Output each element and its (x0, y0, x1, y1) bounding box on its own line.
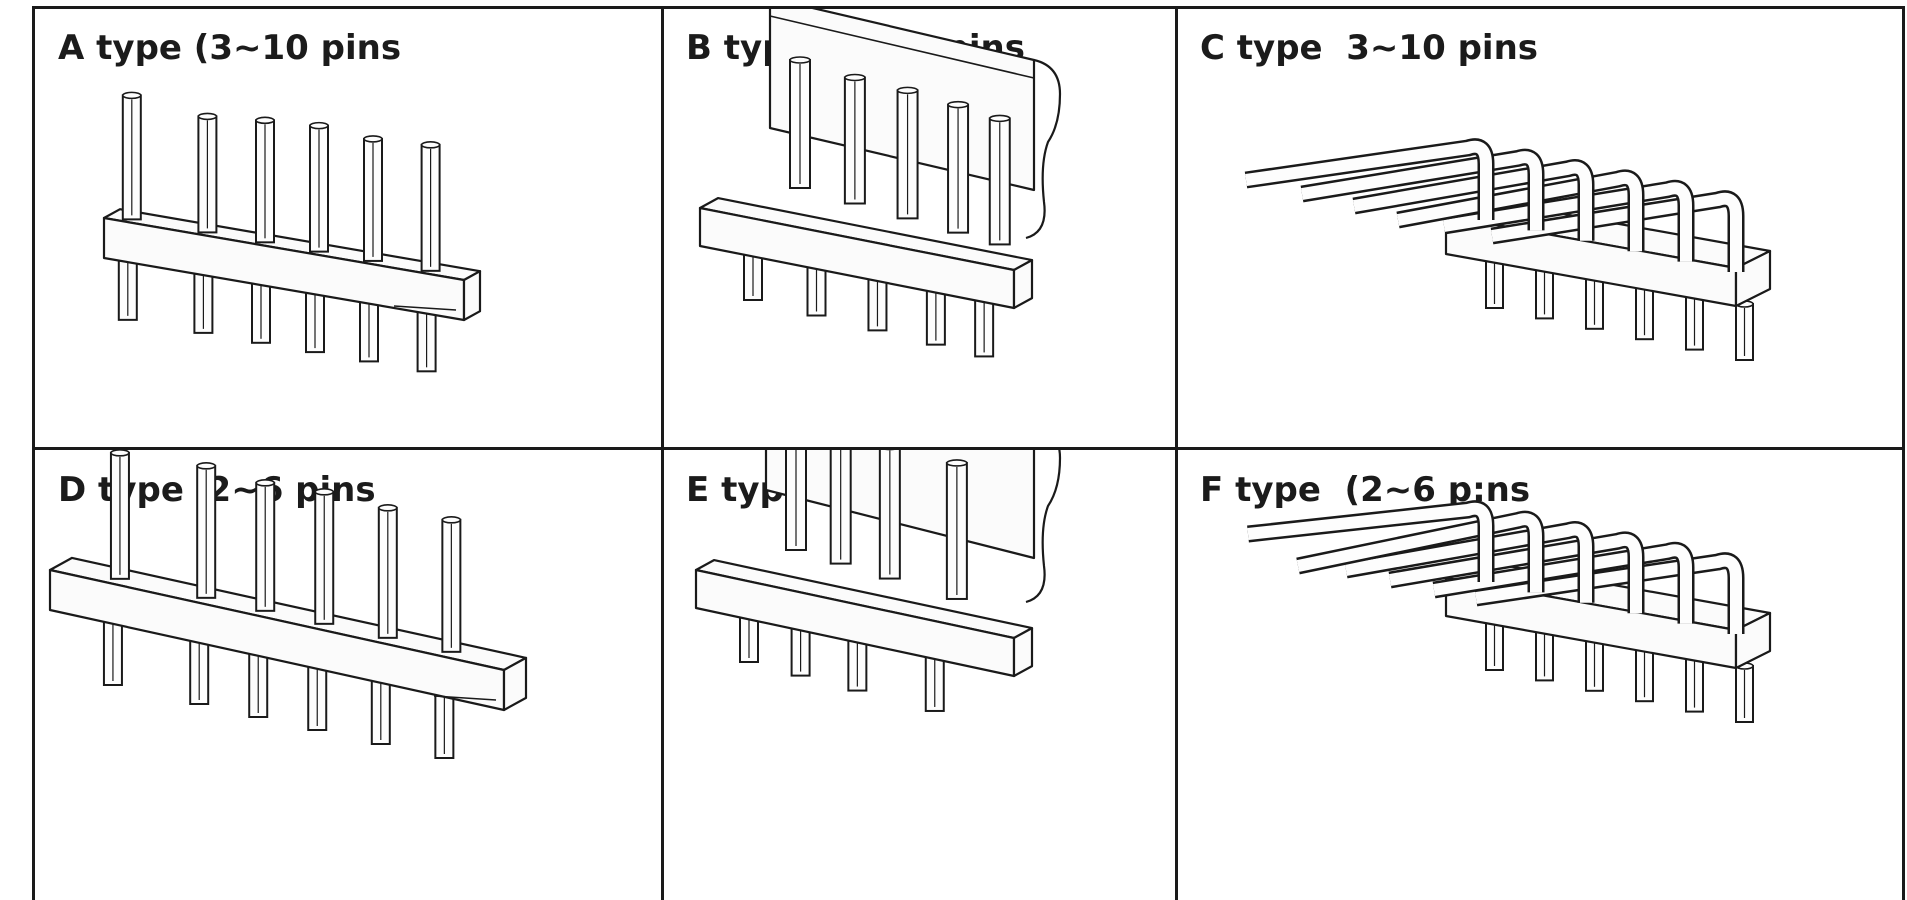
top-pin-4 (309, 121, 329, 253)
header-body-end (1012, 259, 1034, 310)
header-body-end (502, 656, 528, 712)
bent-pin-4 (1388, 531, 1645, 614)
bent-pin-2 (1300, 148, 1545, 231)
panel-c-connector-illustration (1244, 138, 1772, 361)
top-pin-3 (255, 479, 276, 612)
bent-pin-2 (1296, 510, 1545, 593)
top-pin-6 (420, 141, 441, 272)
panel-f-connector-illustration (1247, 500, 1772, 723)
frame-right-line (1902, 6, 1905, 900)
top-pin-1 (789, 56, 811, 189)
top-pin-4 (947, 100, 970, 234)
top-pin-2 (197, 112, 218, 234)
panel-c-type: C type 3~10 pins (1176, 8, 1904, 448)
bent-pin-3 (1344, 521, 1595, 603)
lock-wall-ridge (769, 15, 1035, 79)
header-notch-line (433, 695, 497, 701)
frame-divider-2 (1175, 6, 1178, 900)
bottom-pin-3 (867, 268, 888, 332)
top-pin-1 (121, 91, 142, 221)
panel-b-connector-illustration (698, 8, 1062, 358)
top-pin-2 (843, 73, 866, 205)
panel-b-type: B type 3~10 pins (662, 8, 1176, 448)
panel-f-label: F type (2~6 p:ns (1200, 470, 1531, 510)
header-notch-line (393, 305, 457, 311)
panel-e-connector-illustration (694, 450, 1062, 712)
panel-a-connector-illustration (102, 91, 482, 373)
panel-e-type: E type 2~6 pins (662, 450, 1176, 900)
top-pin-6 (441, 516, 462, 653)
bent-pin-6 (1474, 552, 1745, 634)
top-pin-3 (878, 450, 901, 580)
top-pin-5 (988, 114, 1011, 246)
bottom-pin-3 (1585, 631, 1604, 692)
top-pin-2 (829, 450, 852, 565)
top-pin-1 (785, 450, 807, 551)
frame-left-line (32, 6, 35, 900)
bent-pin-4 (1396, 169, 1645, 252)
frame-top-line (34, 6, 1904, 9)
bent-pin-6 (1490, 190, 1745, 272)
panel-d-type: D type 2~6 pins (34, 450, 662, 900)
bent-pin-5 (1442, 179, 1695, 262)
lock-ramp-curve (1025, 450, 1062, 604)
bottom-pin-6 (1735, 300, 1754, 361)
bent-pin-3 (1352, 159, 1595, 241)
panel-c-label: C type 3~10 pins (1200, 28, 1539, 68)
panel-a-label: A type (3~10 pins (58, 28, 402, 68)
top-pin-1 (109, 450, 130, 580)
top-pin-2 (196, 462, 217, 599)
header-body-end (1012, 627, 1034, 678)
bent-pin-5 (1432, 541, 1695, 624)
top-pin-3 (255, 116, 275, 244)
panel-a-type: A type (3~10 pins (34, 8, 662, 448)
top-pin-4 (945, 459, 968, 600)
lock-ramp-curve (1025, 58, 1062, 240)
top-pin-5 (377, 504, 398, 639)
bent-pin-1 (1244, 138, 1495, 220)
bottom-pin-6 (1735, 662, 1754, 723)
header-body-end (462, 270, 482, 322)
top-pin-4 (314, 488, 335, 625)
top-pin-5 (363, 135, 383, 262)
frame-middle-line (34, 447, 1904, 450)
panel-d-connector-illustration (48, 450, 528, 759)
bottom-pin-5 (974, 294, 995, 358)
bent-pin-1 (1247, 500, 1495, 582)
bottom-pin-3 (248, 645, 269, 718)
frame-divider-1 (661, 6, 664, 900)
top-pin-3 (896, 86, 919, 220)
panel-f-type: F type (2~6 p:ns (1176, 450, 1904, 900)
